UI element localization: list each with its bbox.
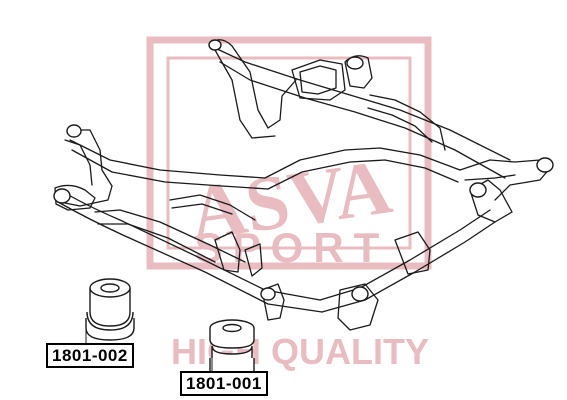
frame-bushings: [53, 39, 554, 302]
bushing-right-front: [351, 286, 369, 302]
left-rail: [69, 139, 269, 190]
rear-crossmember: [214, 47, 511, 179]
part-number-label: 1801-002: [46, 343, 134, 368]
subframe: [54, 39, 551, 331]
bushing-right-rear: [469, 182, 487, 198]
part-number-label: 1801-001: [180, 371, 268, 396]
bushing-rear-left: [208, 39, 222, 51]
rear-bracket: [211, 39, 297, 139]
watermark-frame: [146, 36, 432, 270]
watermark-sub: SPORT: [195, 224, 390, 271]
bushing-part-1801-002: [85, 278, 135, 341]
mount-tower: [291, 59, 346, 101]
left-arm: [59, 129, 113, 207]
bushing-left-arm: [66, 124, 82, 138]
bushing-right-arm: [536, 157, 554, 173]
bushing-top-mount: [346, 56, 364, 70]
bushing-center: [260, 287, 276, 301]
bushing-left-front: [53, 188, 71, 204]
